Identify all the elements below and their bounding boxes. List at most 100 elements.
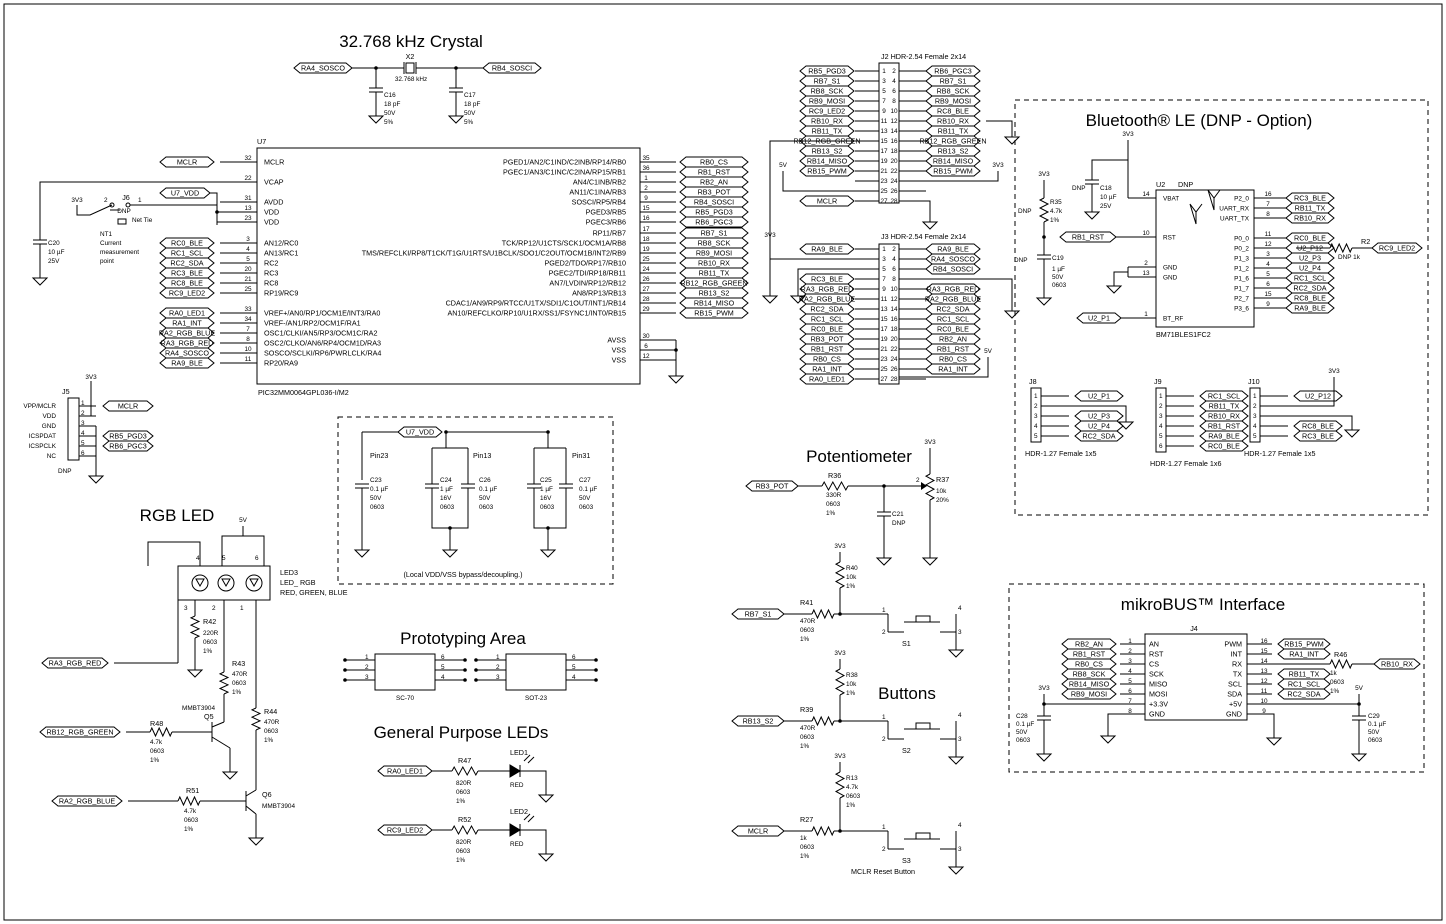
c16-label: 18 pF <box>384 101 400 108</box>
j3-5v: 5V <box>984 348 993 355</box>
section-title-buttons: Buttons <box>878 684 936 703</box>
net-label: RA9_BLE <box>811 245 843 254</box>
resistor-symbol <box>821 480 849 492</box>
mcu-pin-number: 32 <box>244 155 252 162</box>
net-label: RA4_SOSCO <box>165 349 209 358</box>
decoupling-cap-label: C24 <box>440 477 452 484</box>
net-label: RB6_PGC3 <box>109 442 147 451</box>
j2-pin-number: 1 <box>882 68 886 75</box>
j3-net-left <box>799 373 855 385</box>
mcu-pin-number: 21 <box>244 276 252 283</box>
r51-label: 0603 <box>184 817 199 824</box>
mikrobus-pin-name: RST <box>1149 650 1164 659</box>
net-label: RB15_PWM <box>933 167 973 176</box>
net-label: RB5_PGD3 <box>808 67 846 76</box>
mcu-pin-number: 20 <box>244 266 252 273</box>
net-label: RC8_BLE <box>1302 422 1334 431</box>
sc70-label: SC-70 <box>396 695 415 702</box>
series-res-label: 0603 <box>800 844 815 851</box>
j10-3v3: 3V3 <box>1328 368 1340 375</box>
j10-net <box>1293 430 1343 442</box>
series-res-ref: R27 <box>800 815 813 824</box>
resistor-symbol <box>451 824 479 836</box>
net-label: RC0_BLE <box>171 239 203 248</box>
wire <box>1260 415 1353 424</box>
r2-ref: R2 <box>1361 237 1370 246</box>
net-label: RC9_LED2 <box>1379 244 1415 253</box>
net-label: RA2_RGB_BLUE <box>159 329 216 338</box>
wire <box>520 829 547 848</box>
r35-label: R35 <box>1050 199 1062 206</box>
net-label: RB6_PGC3 <box>934 67 972 76</box>
j2-pin-number: 11 <box>881 118 888 125</box>
ground-symbol <box>921 557 939 566</box>
switch-pin: 1 <box>882 607 886 614</box>
r42-ref: R42 <box>203 617 216 626</box>
r51-label: 4.7k <box>184 808 197 815</box>
r48-label: 0603 <box>150 748 165 755</box>
j2-title: J2 HDR-2.54 Female 2x14 <box>881 52 966 61</box>
switch-pin: 2 <box>882 846 886 853</box>
mikrobus-pin-name: TX <box>1233 670 1242 679</box>
net-label: RC0_BLE <box>1294 234 1326 243</box>
switch-ref: S2 <box>902 746 911 755</box>
net-label: MCLR <box>118 402 138 411</box>
ble-pin-name: UART_RX <box>1219 206 1249 213</box>
ground-symbol <box>537 853 555 862</box>
decoupling-cap-label: 16V <box>440 495 452 502</box>
ground-symbol <box>667 375 685 384</box>
net-label: RB13_S2 <box>938 147 969 156</box>
j3-pin-number: 25 <box>880 366 888 373</box>
decoupling-cap-label: 0603 <box>479 504 494 511</box>
sot23-body <box>505 653 567 691</box>
net-label: RA1_INT <box>812 365 842 374</box>
j8-pin-number: 2 <box>1034 403 1038 410</box>
c17-label: 18 pF <box>464 101 480 108</box>
resistor-symbol <box>811 825 835 837</box>
mcu-pin-name: AN4/C1INB/RB2 <box>573 178 626 187</box>
sc70-pin-number: 2 <box>365 664 369 671</box>
c16-label: 5% <box>384 119 394 126</box>
r2-value: DNP 1k <box>1338 254 1361 261</box>
j2-pin-number: 28 <box>890 198 898 205</box>
sc70-pin-dot <box>463 658 467 662</box>
ble-pin-name: BT_RF <box>1163 316 1183 323</box>
mcu-pin-number: 29 <box>642 306 650 313</box>
net-label: RB15_PWM <box>1284 640 1324 649</box>
mcu-u7-body <box>256 147 641 385</box>
r51-label: 1% <box>184 826 194 833</box>
j8-body <box>1030 387 1042 443</box>
series-res-label: 1k <box>800 835 808 842</box>
led-diode <box>249 578 259 588</box>
button-3v3: 3V3 <box>834 650 846 657</box>
sot23-pin-dot <box>474 668 478 672</box>
mcu-pin-number: 17 <box>642 226 650 233</box>
c16-label: C16 <box>384 92 396 99</box>
mcu-pin-number: 12 <box>642 353 650 360</box>
j2-pin-number: 9 <box>882 108 886 115</box>
net-label: RB11_TX <box>699 269 730 278</box>
mikrobus-pin-name: GND <box>1149 710 1165 719</box>
mikrobus-pin-number: 8 <box>1128 708 1132 715</box>
wire <box>1260 377 1335 407</box>
net-flag-rb3-pot <box>745 480 799 492</box>
mcu-pin-name: TCK/RP12/U1CTS/SCK1/OCM1A/RB8 <box>502 239 626 248</box>
ble-pin-name: UART_TX <box>1220 216 1250 223</box>
mcu-pin-number: 23 <box>244 215 252 222</box>
mcu-pin-name: TMS/REFCLKI/RP8/T1CK/T1G/U1RTS/U1BCLK/SD… <box>362 249 626 258</box>
net-label: RC0_BLE <box>1208 442 1240 451</box>
r46-ref: R46 <box>1334 650 1347 659</box>
j10-caption: HDR-1.27 Female 1x5 <box>1244 449 1316 458</box>
ground-symbol <box>186 669 204 678</box>
j8-pin-number: 5 <box>1034 433 1038 440</box>
wire <box>245 789 257 797</box>
net-label: RC1_SCL <box>171 249 203 258</box>
net-tie-label: Net Tie <box>132 217 153 224</box>
ble-pin-name: GND <box>1163 275 1178 282</box>
mikrobus-pin-number: 4 <box>1128 668 1132 675</box>
r51-ref: R51 <box>186 786 199 795</box>
mcu-pin-number: 15 <box>642 205 650 212</box>
net-label: RC3_BLE <box>811 275 843 284</box>
j2-pin-number: 8 <box>892 98 896 105</box>
